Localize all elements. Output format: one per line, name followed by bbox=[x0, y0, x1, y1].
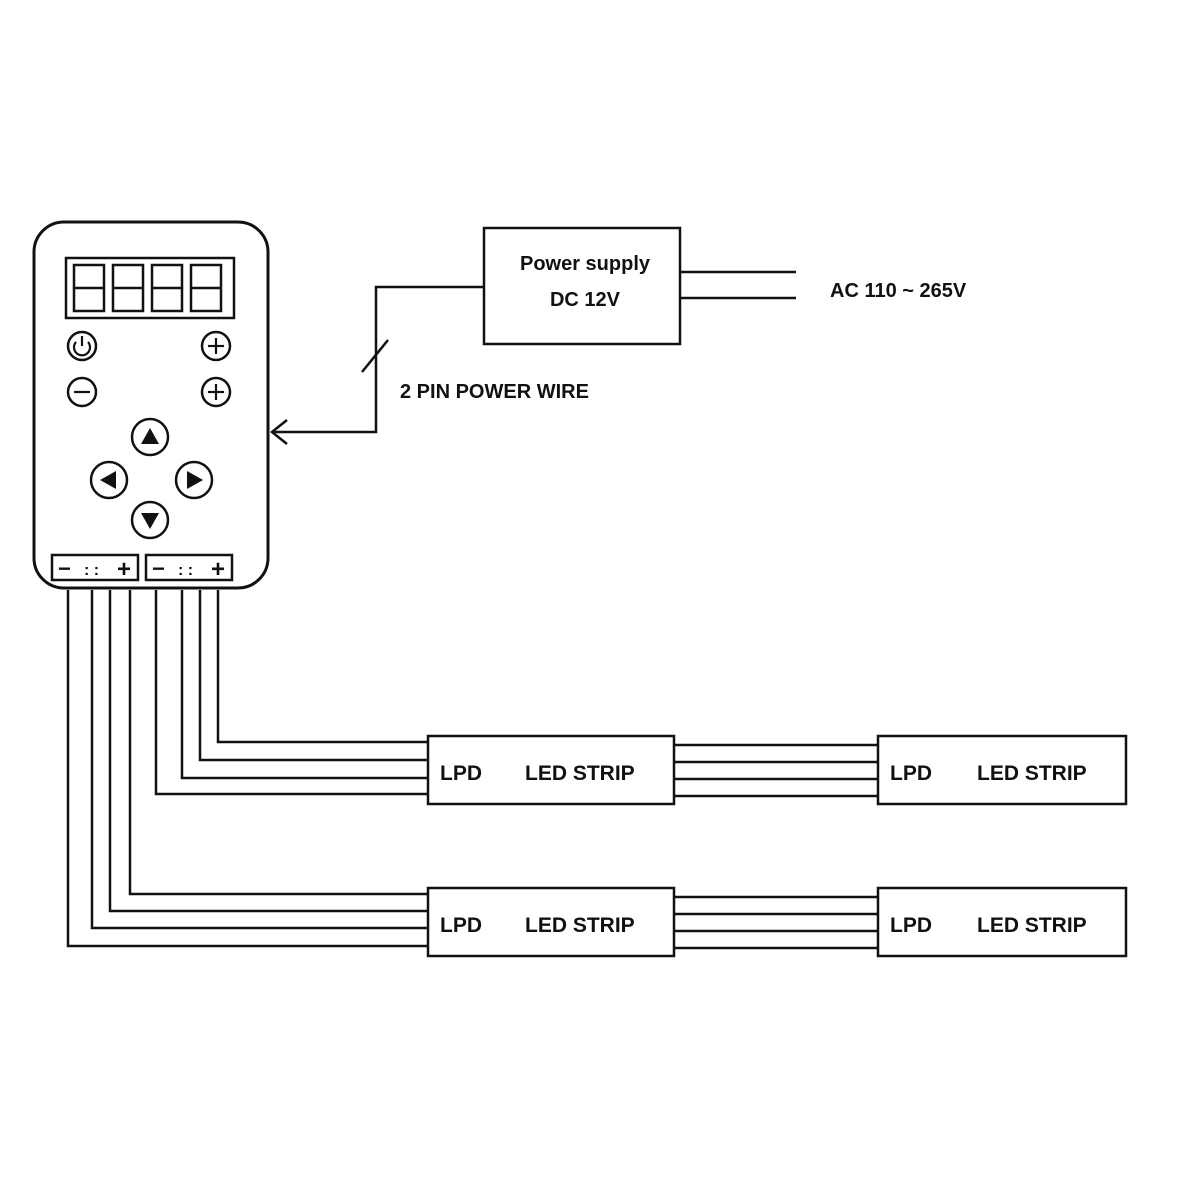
arrow-head-icon bbox=[269, 419, 288, 445]
arrow-left-icon bbox=[100, 471, 116, 489]
led-strip-2: LPD LED STRIP bbox=[876, 734, 1128, 806]
arrow-right-button[interactable] bbox=[174, 460, 214, 500]
power-icon bbox=[72, 336, 92, 357]
plus-button-1[interactable] bbox=[200, 330, 232, 362]
power-button[interactable] bbox=[66, 330, 98, 362]
power-wire-label: 2 PIN POWER WIRE bbox=[400, 381, 589, 403]
led-strip-1: LPD LED STRIP bbox=[426, 734, 676, 806]
arrow-up-button[interactable] bbox=[130, 417, 170, 457]
seven-segment-display bbox=[64, 256, 236, 320]
output-wires-row-2 bbox=[66, 590, 428, 948]
arrow-down-button[interactable] bbox=[130, 500, 170, 540]
arrow-down-icon bbox=[141, 513, 159, 529]
power-supply-title: Power supply bbox=[520, 253, 651, 275]
ac-input-wires bbox=[680, 270, 796, 300]
lpd-label: LPD bbox=[440, 914, 482, 937]
led-strip-label: LED STRIP bbox=[977, 914, 1087, 937]
output-wires-row-1 bbox=[154, 590, 428, 796]
strip-link-wires-row-2 bbox=[674, 895, 878, 950]
power-wire bbox=[269, 285, 484, 445]
minus-button[interactable] bbox=[66, 376, 98, 408]
power-supply-box bbox=[482, 226, 682, 346]
plus-icon bbox=[208, 338, 224, 354]
plus-icon bbox=[208, 384, 224, 400]
terminal-minus-label: − bbox=[58, 556, 71, 581]
led-strip-label: LED STRIP bbox=[977, 762, 1087, 785]
arrow-left-button[interactable] bbox=[89, 460, 129, 500]
led-strip-label: LED STRIP bbox=[525, 914, 635, 937]
led-strip-label: LED STRIP bbox=[525, 762, 635, 785]
strip-link-wires-row-1 bbox=[674, 743, 878, 798]
controller: − : : + − : : + bbox=[32, 220, 270, 590]
terminal-pins: : : bbox=[84, 562, 99, 579]
plus-button-2[interactable] bbox=[200, 376, 232, 408]
wire-count-slash bbox=[361, 339, 389, 373]
terminal-pins: : : bbox=[178, 562, 193, 579]
terminal-minus-label: − bbox=[152, 556, 165, 581]
power-supply: Power supply DC 12V bbox=[482, 226, 682, 346]
terminal-plus-label: + bbox=[211, 556, 225, 583]
led-strip-3: LPD LED STRIP bbox=[426, 886, 676, 958]
terminal-plus-label: + bbox=[117, 556, 131, 583]
lpd-label: LPD bbox=[890, 762, 932, 785]
lpd-label: LPD bbox=[440, 762, 482, 785]
arrow-right-icon bbox=[187, 471, 203, 489]
power-supply-voltage: DC 12V bbox=[550, 289, 621, 311]
lpd-label: LPD bbox=[890, 914, 932, 937]
led-strip-4: LPD LED STRIP bbox=[876, 886, 1128, 958]
terminal-block-1: − : : + bbox=[50, 553, 140, 583]
arrow-up-icon bbox=[141, 428, 159, 444]
terminal-block-2: − : : + bbox=[144, 553, 234, 583]
controller-body bbox=[32, 220, 270, 590]
ac-voltage-label: AC 110 ~ 265V bbox=[830, 280, 967, 302]
